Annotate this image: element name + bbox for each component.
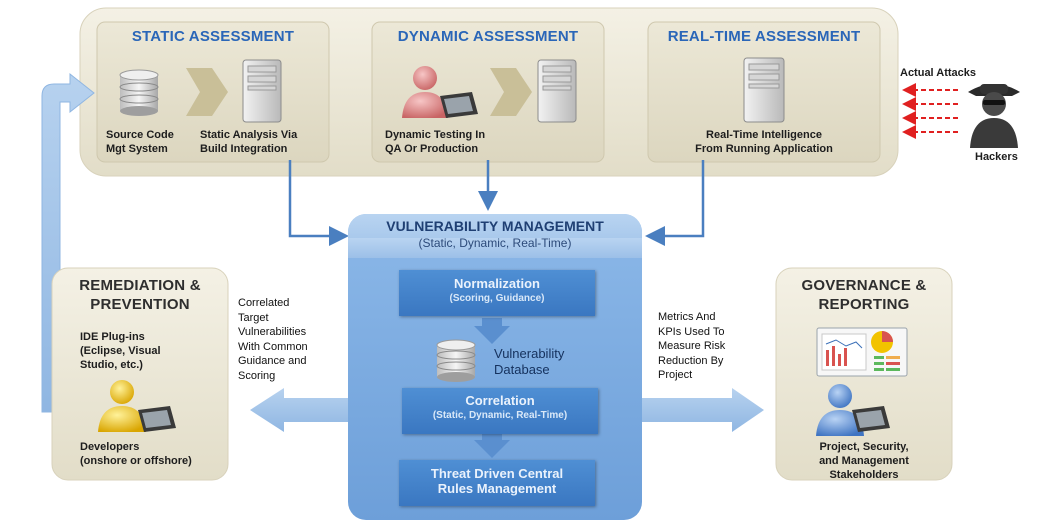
- vulnerability-database-icon: [436, 339, 476, 382]
- static-assessment-title: STATIC ASSESSMENT: [131, 28, 295, 45]
- flow-arrow-icon: [186, 68, 228, 116]
- realtime-intelligence-caption: Real-Time Intelligence From Running Appl…: [695, 129, 833, 155]
- down-arrow-icon: [474, 318, 510, 344]
- down-arrow-icon: [474, 432, 510, 458]
- tester-person-icon: [402, 66, 478, 118]
- connector-arrows: [288, 160, 705, 246]
- dynamic-testing-caption: Dynamic Testing In QA Or Production: [385, 129, 486, 155]
- correlated-vulnerabilities-text: Correlated Target Vulnerabilities With C…: [238, 297, 308, 382]
- static-analysis-caption: Static Analysis Via Build Integration: [200, 129, 298, 155]
- dynamic-assessment-title: DYNAMIC ASSESSMENT: [397, 28, 579, 45]
- stakeholders-text: Project, Security, and Management Stakeh…: [819, 441, 909, 481]
- metrics-kpis-text: Metrics And KPIs Used To Measure Risk Re…: [658, 311, 726, 381]
- stakeholder-person-icon: [816, 384, 890, 436]
- hackers-label: Hackers: [975, 151, 1018, 163]
- vulnerability-management-title: VULNERABILITY MANAGEMENT: [386, 218, 604, 234]
- report-chart-icon: [816, 327, 908, 377]
- normalization-box: Normalization (Scoring, Guidance): [399, 270, 595, 316]
- developer-person-icon: [98, 380, 176, 432]
- rules-management-box: Threat Driven Central Rules Management: [399, 460, 595, 506]
- ide-plugins-text: IDE Plug-ins (Eclipse, Visual Studio, et…: [80, 331, 161, 371]
- developers-text: Developers (onshore or offshore): [80, 441, 192, 467]
- flow-arrow-icon: [490, 68, 532, 116]
- correlation-title: Correlation: [465, 393, 535, 408]
- remediation-panel: [51, 267, 229, 481]
- left-output-arrow: [250, 388, 350, 432]
- correlation-subtitle: (Static, Dynamic, Real-Time): [432, 410, 568, 421]
- server-icon: [242, 59, 282, 123]
- right-output-arrow: [641, 388, 764, 432]
- database-icon: [119, 69, 159, 116]
- source-code-caption: Source Code Mgt System: [106, 129, 174, 155]
- attack-arrows: [902, 83, 958, 139]
- vulnerability-database-label: Vulnerability Database: [494, 346, 565, 377]
- server-icon: [537, 59, 577, 123]
- normalization-title: Normalization: [454, 276, 540, 291]
- correlation-box: Correlation (Static, Dynamic, Real-Time): [402, 388, 598, 434]
- server-icon: [743, 57, 785, 123]
- realtime-assessment-title: REAL-TIME ASSESSMENT: [667, 28, 861, 45]
- normalization-subtitle: (Scoring, Guidance): [449, 293, 545, 304]
- remediation-title: REMEDIATION & PREVENTION: [79, 277, 201, 313]
- actual-attacks-label: Actual Attacks: [900, 67, 977, 79]
- vulnerability-management-subtitle: (Static, Dynamic, Real-Time): [418, 236, 572, 250]
- governance-title: GOVERNANCE & REPORTING: [801, 277, 927, 313]
- hacker-icon: [968, 84, 1020, 148]
